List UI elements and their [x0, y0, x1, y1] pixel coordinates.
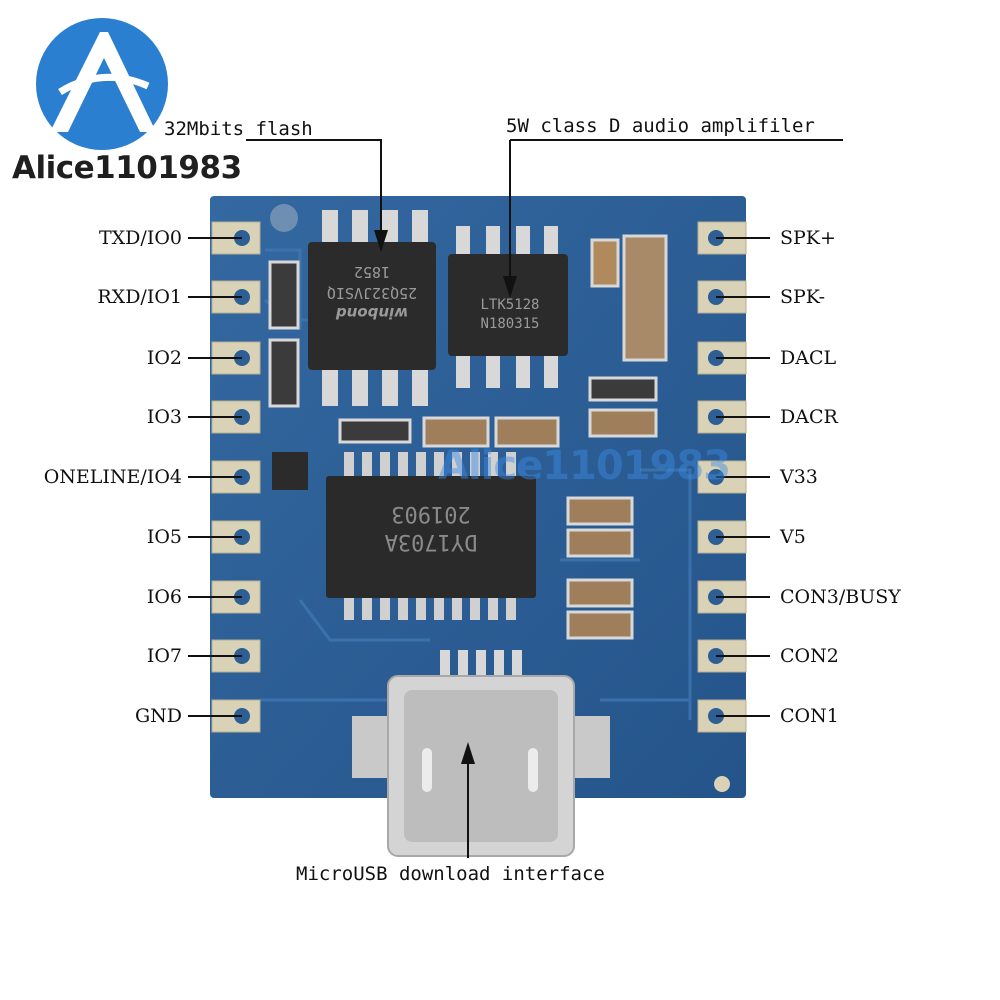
- pin-label-right-8: CON2: [780, 645, 839, 667]
- pin-label-right-5: V33: [780, 466, 818, 488]
- callout-flash: 32Mbits flash: [164, 118, 313, 140]
- callout-usb: MicroUSB download interface: [296, 863, 605, 885]
- main-chip-part: DY1703A: [384, 529, 478, 554]
- flash-chip-brand: winbond: [335, 303, 409, 322]
- main-chip-marking: DY1703A 201903: [356, 500, 506, 555]
- pin-label-right-9: CON1: [780, 705, 839, 727]
- pin-label-right-7: CON3/BUSY: [780, 586, 901, 608]
- watermark-text: Alice1101983: [438, 443, 731, 489]
- pin-label-right-3: DACL: [780, 347, 837, 369]
- callout-amplifier: 5W class D audio amplifiler: [506, 115, 815, 137]
- pin-label-left-6: IO5: [146, 526, 182, 548]
- amp-chip-marking: LTK5128 N180315: [470, 296, 550, 334]
- pin-label-left-1: TXD/IO0: [98, 227, 182, 249]
- brand-logo-icon: [36, 18, 168, 150]
- pin-label-left-2: RXD/IO1: [97, 286, 182, 308]
- pin-label-left-7: IO6: [146, 586, 182, 608]
- flash-chip-date: 1852: [353, 263, 391, 282]
- pin-label-left-8: IO7: [146, 645, 182, 667]
- flash-chip-marking: winbond 25Q32JVSIQ 1852: [318, 262, 426, 323]
- pin-label-left-3: IO2: [146, 347, 182, 369]
- pin-label-left-4: IO3: [146, 406, 182, 428]
- pin-label-right-2: SPK-: [780, 286, 826, 308]
- brand-name: Alice1101983: [12, 150, 242, 186]
- pin-label-left-5: ONELINE/IO4: [43, 466, 182, 488]
- pin-label-right-4: DACR: [780, 406, 838, 428]
- pin-label-right-1: SPK+: [780, 227, 836, 249]
- main-chip-date: 201903: [391, 501, 471, 527]
- amp-chip-batch: N180315: [480, 315, 540, 332]
- amp-chip-part: LTK5128: [480, 297, 540, 313]
- pin-label-left-9: GND: [134, 705, 182, 727]
- flash-chip-part: 25Q32JVSIQ: [326, 283, 418, 302]
- pin-label-right-6: V5: [780, 526, 806, 548]
